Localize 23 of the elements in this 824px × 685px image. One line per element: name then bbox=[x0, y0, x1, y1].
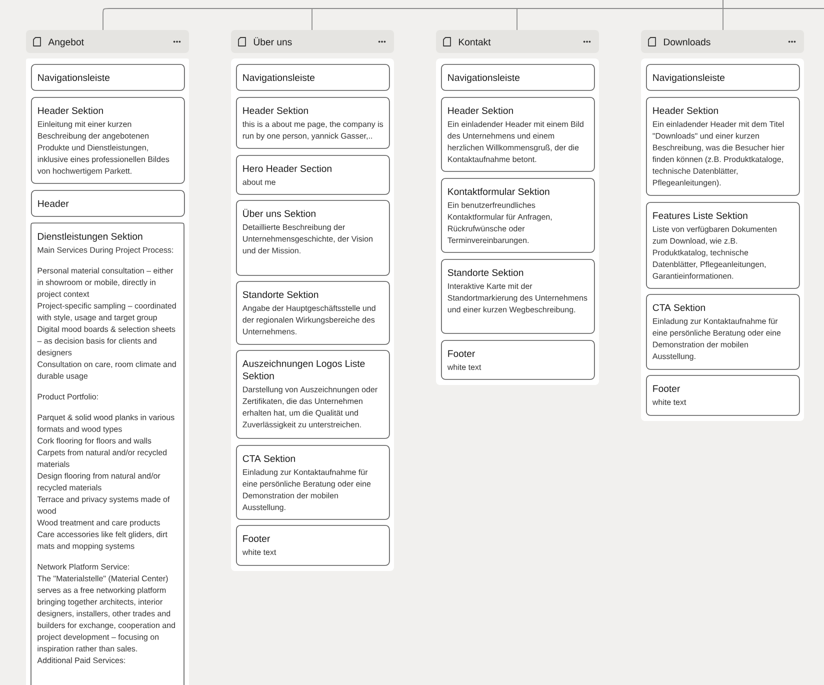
section-card: Footer white text bbox=[441, 340, 595, 380]
section-card: Auszeichnungen Logos Liste Sektion Darstellung von Auszeichnungen oder Zertifikaten, die das Unternehmen erhalten hat, um die Qualität und Zuverlässigkeit zu unterstreichen. bbox=[236, 350, 390, 439]
section-card: Kontaktformular Sektion Ein benutzerfreundliches Kontaktformular für Anfragen, Rückrufwünsche oder Terminvereinbarungen. bbox=[441, 178, 595, 253]
section-card: Navigationsleiste bbox=[31, 64, 185, 91]
section-card: Über uns Sektion Detaillierte Beschreibung der Unternehmensgeschichte, der Vision und der Mission. bbox=[236, 200, 390, 276]
section-card: Features Liste Sektion Liste von verfügbaren Dokumenten zum Download, wie z.B. Produktkatalog, technische Datenblätter, Pflegeanleitungen, Garantieinformationen. bbox=[646, 202, 800, 289]
section-card: CTA Sektion Einladung zur Kontaktaufnahme für eine persönliche Beratung oder eine Demonstration der mobilen Ausstellung. bbox=[646, 294, 800, 370]
section-card: Navigationsleiste bbox=[441, 64, 595, 91]
section-card: CTA Sektion Einladung zur Kontaktaufnahme für eine persönliche Beratung oder eine Demonstration der mobilen Ausstellung. bbox=[236, 445, 390, 520]
section-card: Navigationsleiste bbox=[646, 64, 800, 91]
section-card: Header Sektion Einleitung mit einer kurzen Beschreibung der angebotenen Produkte und Dienstleistungen, inklusive eines professionellen Bildes von hochwertigem Parkett. bbox=[31, 97, 185, 184]
section-card: Header Sektion Ein einladender Header mit einem Bild des Unternehmens und einem herzlichen Willkommensgruß, der die Kontaktaufnahme betont. bbox=[441, 97, 595, 172]
section-card: Footer white text bbox=[236, 525, 390, 566]
section-card: Footer white text bbox=[646, 375, 800, 416]
section-card: Header Sektion this is a about me page, the company is run by one person, yannick Gasser,.. bbox=[236, 97, 390, 149]
section-card: Standorte Sektion Angabe der Hauptgeschäftsstelle und der regionalen Wirkungsbereiche des Unternehmens. bbox=[236, 281, 390, 345]
section-card: Navigationsleiste bbox=[236, 64, 390, 91]
section-card: Dienstleistungen Sektion Main Services During Project Process: Personal material consultation – either in showroom or mobile, directly in project context Project-specific sampling – coordinated with style, usage and target group Digital mood boards & selection sheets – as decision basis for clients and designers Consultation on care, room climate and durable usage Product Portfolio: Parquet & solid wood planks in various formats and wood types Cork flooring for floors and walls Carpets from natural and/or recycled materials Design flooring from natural and/or recycled materials Terrace and privacy systems made of wood Wood treatment and care products Care accessories like felt gliders, dirt mats and mopping systems Network Platform Service: The "Materialstelle" (Material Center) serves as a free networking platform bringing together architects, interior designers, installers, other trades and builders for exchange, cooperation and project development – focusing on inspiration rather than sales. Additional Paid Services: bbox=[30, 222, 184, 685]
connector-line bbox=[722, 0, 724, 30]
section-card: Hero Header Section about me bbox=[236, 155, 390, 195]
section-card: Standorte Sektion Interaktive Karte mit der Standortmarkierung des Unternehmens und einer kurzen Wegbeschreibung. bbox=[441, 259, 595, 334]
section-card: Header bbox=[31, 190, 185, 217]
section-card: Header Sektion Ein einladender Header mit dem Titel "Downloads" und einer kurzen Beschreibung, was die Besucher hier finden können (z.B. Produktkataloge, technische Datenblätter, Pflegeanleitungen). bbox=[646, 97, 800, 196]
